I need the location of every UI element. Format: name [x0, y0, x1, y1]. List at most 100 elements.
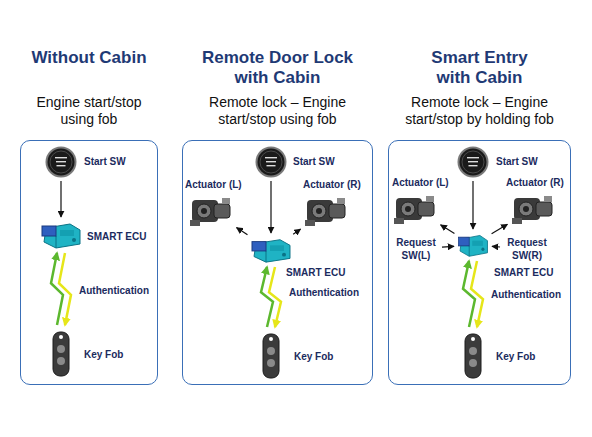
icon-part [252, 242, 266, 251]
panel-title: Remote Door Lock with Cabin [198, 48, 358, 88]
part-label: Start SW [84, 155, 126, 168]
component: Start SW [255, 146, 287, 178]
icon-part [468, 161, 478, 162]
icon-part [469, 165, 478, 166]
start-icon [457, 146, 489, 178]
arrow-connector [293, 229, 300, 234]
switch-label-box: Request SW(L) [393, 236, 439, 262]
icon-part [282, 253, 286, 257]
authentication-link [261, 267, 281, 327]
icon-part [260, 151, 282, 173]
icon-part [48, 149, 75, 176]
arrow-connector [472, 181, 473, 229]
part-label: SMART ECU [286, 266, 345, 279]
icon-part [59, 335, 63, 339]
part-label: SMART ECU [87, 230, 146, 243]
act-icon [188, 194, 234, 228]
icon-part [401, 202, 415, 216]
panel-subtitle: Remote lock – Engine start/stop using fo… [188, 94, 368, 128]
icon-part [256, 147, 287, 178]
part-label: Request SW(L) [393, 236, 439, 262]
fob-icon [260, 330, 282, 380]
icon-part [481, 248, 484, 251]
part-label: SMART ECU [494, 266, 553, 279]
start-icon [45, 146, 77, 178]
icon-part [60, 230, 74, 236]
ecu-icon [250, 236, 292, 264]
part-label: Start SW [496, 155, 538, 168]
part-label: Actuator (R) [506, 176, 564, 189]
icon-part [329, 204, 345, 218]
component: Actuator (R) [303, 194, 349, 228]
icon-part [471, 337, 475, 341]
icon-part [190, 220, 200, 226]
signal-bolt [471, 261, 483, 327]
icon-part [472, 241, 483, 246]
icon-part [459, 237, 470, 246]
authentication-link [463, 261, 483, 327]
panel-title: Without Cabin [27, 48, 152, 68]
panel-subtitle: Engine start/stop using fob [27, 94, 152, 128]
icon-part [465, 334, 481, 378]
icon-part [57, 345, 65, 353]
component: SMART ECU [40, 220, 82, 250]
signal-bolt [269, 267, 281, 327]
icon-part [469, 359, 477, 367]
panel-subtitle: Remote lock – Engine start/stop by holdi… [391, 94, 569, 128]
icon-part [337, 198, 345, 204]
icon-part [519, 202, 533, 216]
component: Actuator (R) [510, 192, 556, 226]
icon-part [222, 198, 230, 204]
part-label: Request SW(R) [503, 236, 551, 262]
icon-part [266, 161, 276, 162]
icon-part [201, 208, 207, 214]
panel-title: Smart Entry with Cabin [420, 48, 540, 88]
icon-part [267, 165, 276, 166]
icon-part [270, 245, 284, 251]
component: Actuator (L) [188, 194, 234, 228]
edge-label: Authentication [288, 286, 360, 299]
icon-part [72, 238, 76, 242]
icon-part [57, 165, 66, 166]
icon-part [467, 157, 479, 158]
ecu-icon [457, 232, 489, 258]
panel-frame [20, 140, 158, 385]
component: SMART ECU [250, 236, 292, 264]
arrow-connector [441, 225, 455, 234]
component: Start SW [45, 146, 77, 178]
icon-part [305, 220, 315, 226]
component: Key Fob [50, 328, 72, 378]
part-label: Key Fob [496, 350, 535, 363]
part-label: Key Fob [294, 350, 333, 363]
icon-part [267, 359, 275, 367]
icon-part [394, 218, 404, 224]
icon-part [267, 347, 275, 355]
icon-part [426, 196, 434, 202]
part-label: Actuator (L) [392, 176, 449, 189]
arrow-connector [237, 228, 248, 235]
icon-part [462, 151, 484, 173]
part-label: Key Fob [84, 348, 123, 361]
icon-part [512, 218, 522, 224]
act-icon [510, 192, 556, 226]
icon-part [458, 147, 489, 178]
icon-part [536, 202, 552, 216]
authentication-link [51, 253, 71, 325]
icon-part [53, 332, 69, 376]
part-label: Start SW [293, 155, 335, 168]
icon-part [42, 226, 56, 236]
switch-label-box: Request SW(R) [503, 236, 551, 262]
signal-bolt [59, 253, 71, 325]
act-icon [303, 194, 349, 228]
icon-part [523, 206, 529, 212]
component: SMART ECU [457, 232, 489, 258]
panel-column: Remote Door Lock with CabinRemote lock –… [182, 48, 373, 385]
ecu-icon [40, 220, 82, 250]
act-icon [392, 192, 438, 226]
icon-part [316, 208, 322, 214]
signal-bolt [261, 267, 273, 327]
icon-part [57, 357, 65, 365]
icon-part [312, 204, 326, 218]
component: Key Fob [260, 330, 282, 380]
